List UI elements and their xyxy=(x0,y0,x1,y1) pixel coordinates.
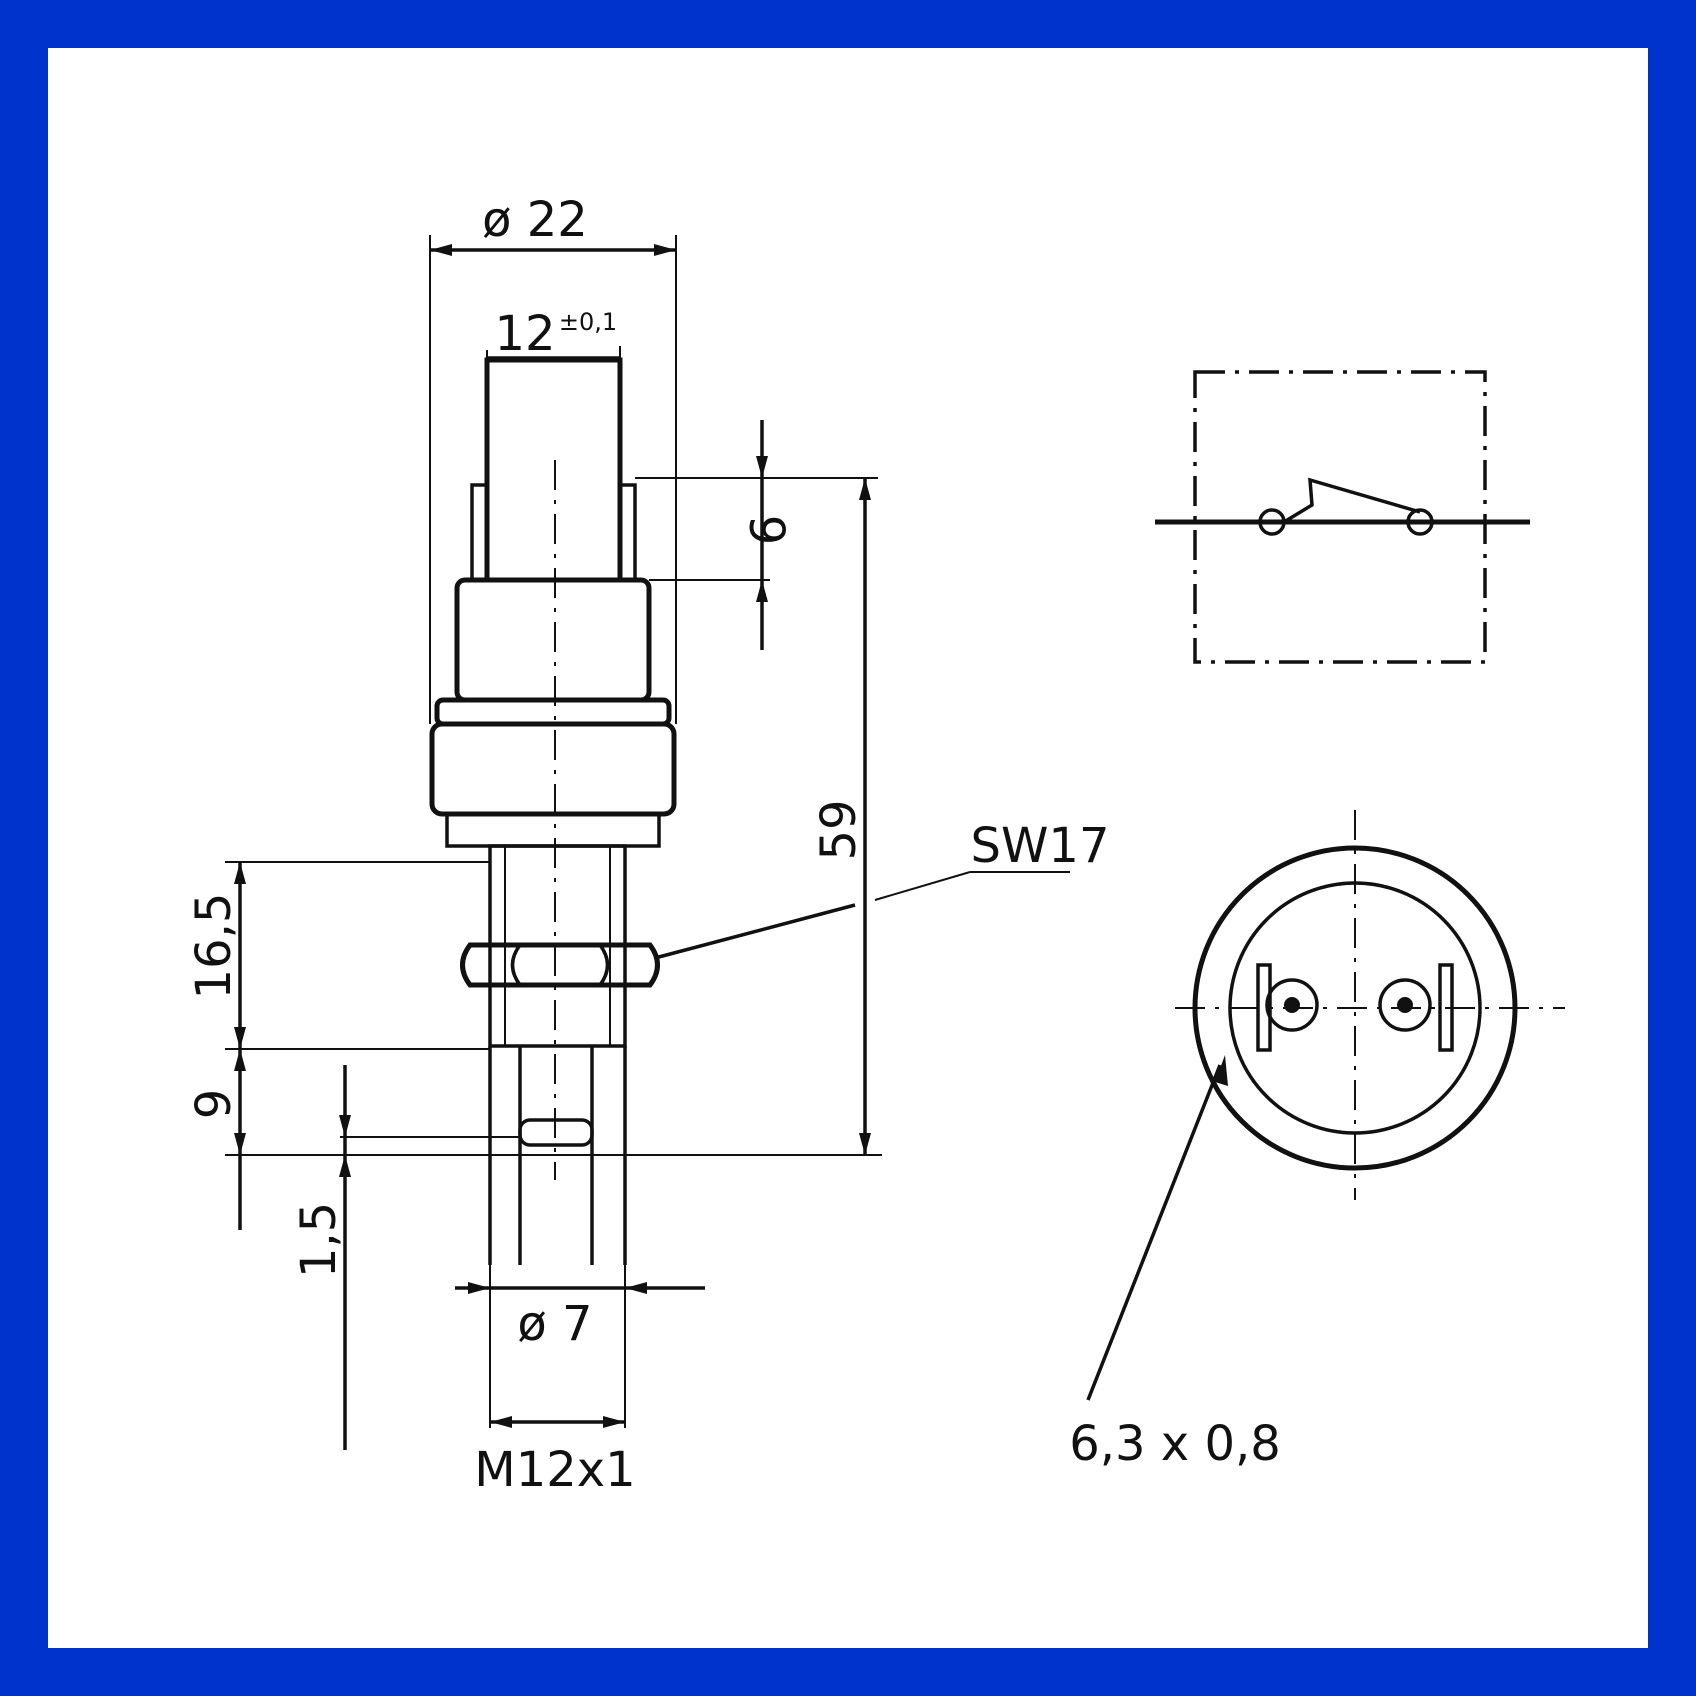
dim-width-12: 12 xyxy=(494,306,555,362)
flange-bottom xyxy=(445,812,661,848)
dim-diameter-22: ø 22 xyxy=(482,192,588,248)
dim-height-9-top: 9 xyxy=(738,515,794,546)
dim-height-16-5: 16,5 xyxy=(186,893,242,1000)
symbol-box xyxy=(1193,370,1487,664)
contact-right xyxy=(1406,508,1434,536)
top-view xyxy=(1086,810,1565,1401)
dim-tolerance: ±0,1 xyxy=(559,308,617,336)
dim-height-1-5: 1,5 xyxy=(291,1202,347,1278)
dim-diameter-7: ø 7 xyxy=(517,1296,592,1352)
dim-thread: M12x1 xyxy=(474,1442,635,1498)
technical-drawing: ø 22 12 ±0,1 9 59 SW17 16,5 9 1,5 ø 7 M1… xyxy=(186,192,1565,1498)
terminal-hole-right xyxy=(1378,978,1432,1032)
terminal-left xyxy=(1256,963,1272,1052)
plunger xyxy=(484,357,623,583)
dim-terminal-size: 6,3 x 0,8 xyxy=(1069,1416,1281,1472)
dimension-lines xyxy=(225,235,1070,1450)
flange-ring-top xyxy=(434,697,672,727)
flange-body xyxy=(429,721,677,817)
switch-symbol xyxy=(1155,370,1530,664)
dim-height-9-bottom: 9 xyxy=(186,1089,242,1120)
terminal-hole-left xyxy=(1265,978,1319,1032)
side-view xyxy=(429,357,677,1265)
hex-nut xyxy=(460,942,660,988)
dim-total-59: 59 xyxy=(811,799,867,860)
body-collar xyxy=(454,577,652,703)
drawing-frame: ø 22 12 ±0,1 9 59 SW17 16,5 9 1,5 ø 7 M1… xyxy=(48,48,1648,1648)
dim-wrench-size: SW17 xyxy=(970,818,1109,874)
terminal-right xyxy=(1438,963,1454,1052)
